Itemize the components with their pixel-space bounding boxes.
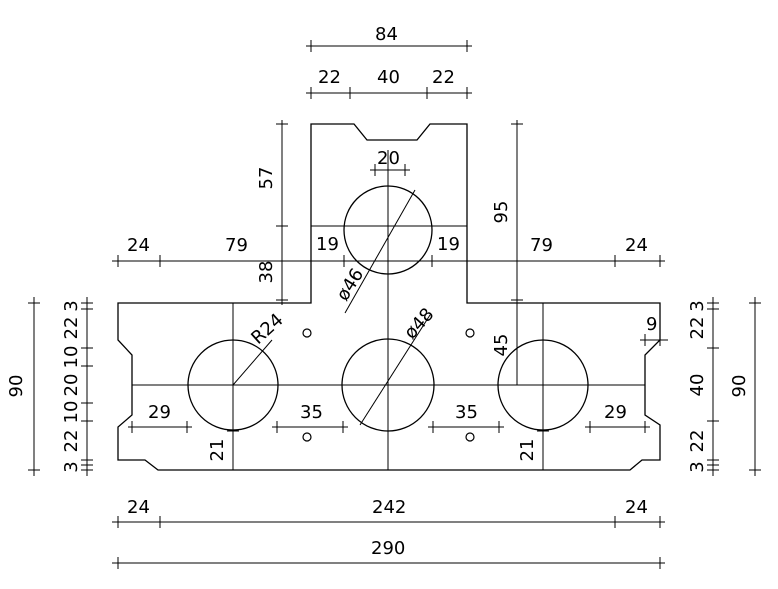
dim-40: 40 xyxy=(377,67,400,88)
dim-r24: R24 xyxy=(247,309,287,348)
core-center xyxy=(342,339,434,431)
small-hole-4 xyxy=(466,433,474,441)
small-hole-3 xyxy=(303,433,311,441)
dim-right-40: 40 xyxy=(687,374,708,397)
dim-35-right: 35 xyxy=(455,402,478,423)
dim-9: 9 xyxy=(646,314,657,335)
dim-bottom-242: 242 xyxy=(372,497,406,518)
dim-phi46: ø46 xyxy=(332,265,368,305)
dim-left-20: 20 xyxy=(61,374,82,397)
dim-79-left: 79 xyxy=(225,235,248,256)
dim-57: 57 xyxy=(256,167,277,190)
dim-left-10-top: 10 xyxy=(61,346,82,369)
dim-20-top-core: 20 xyxy=(377,148,400,169)
dim-90-left: 90 xyxy=(6,375,27,398)
dim-left-3-bottom: 3 xyxy=(61,461,82,472)
block-outline xyxy=(118,124,660,470)
dim-bottom-24-left: 24 xyxy=(127,497,150,518)
dim-21-right: 21 xyxy=(517,439,538,462)
dim-22-right: 22 xyxy=(432,67,455,88)
dim-left-22-top: 22 xyxy=(61,317,82,340)
dim-right-22-top: 22 xyxy=(687,317,708,340)
dim-right-22-bottom: 22 xyxy=(687,430,708,453)
dim-45: 45 xyxy=(491,334,512,357)
core-right xyxy=(498,340,588,430)
small-hole-1 xyxy=(303,329,311,337)
dim-19-right: 19 xyxy=(437,234,460,255)
dim-35-left: 35 xyxy=(300,402,323,423)
dim-bottom-290: 290 xyxy=(371,538,405,559)
dimension-lines xyxy=(28,40,761,569)
dimension-labels: 84 22 40 22 20 57 95 38 24 79 19 19 79 2… xyxy=(6,24,750,559)
dim-84: 84 xyxy=(375,24,398,45)
dim-29-left: 29 xyxy=(148,402,171,423)
dim-phi48: ø48 xyxy=(400,304,438,343)
dim-95: 95 xyxy=(491,201,512,224)
dim-left-3-top: 3 xyxy=(61,300,82,311)
dim-21-left: 21 xyxy=(207,439,228,462)
dim-22-left: 22 xyxy=(318,67,341,88)
dim-19-left: 19 xyxy=(316,234,339,255)
core-left xyxy=(188,340,278,430)
dim-38: 38 xyxy=(256,261,277,284)
dim-left-10-bottom: 10 xyxy=(61,401,82,424)
core-top xyxy=(344,186,432,274)
dim-bottom-24-right: 24 xyxy=(625,497,648,518)
dim-90-right: 90 xyxy=(729,375,750,398)
small-hole-2 xyxy=(466,329,474,337)
dim-79-right: 79 xyxy=(530,235,553,256)
dim-24-right: 24 xyxy=(625,235,648,256)
dim-left-22-bottom: 22 xyxy=(61,430,82,453)
dim-right-3-bottom: 3 xyxy=(687,461,708,472)
dim-29-right: 29 xyxy=(604,402,627,423)
dim-right-3-top: 3 xyxy=(687,300,708,311)
dim-24-left: 24 xyxy=(127,235,150,256)
